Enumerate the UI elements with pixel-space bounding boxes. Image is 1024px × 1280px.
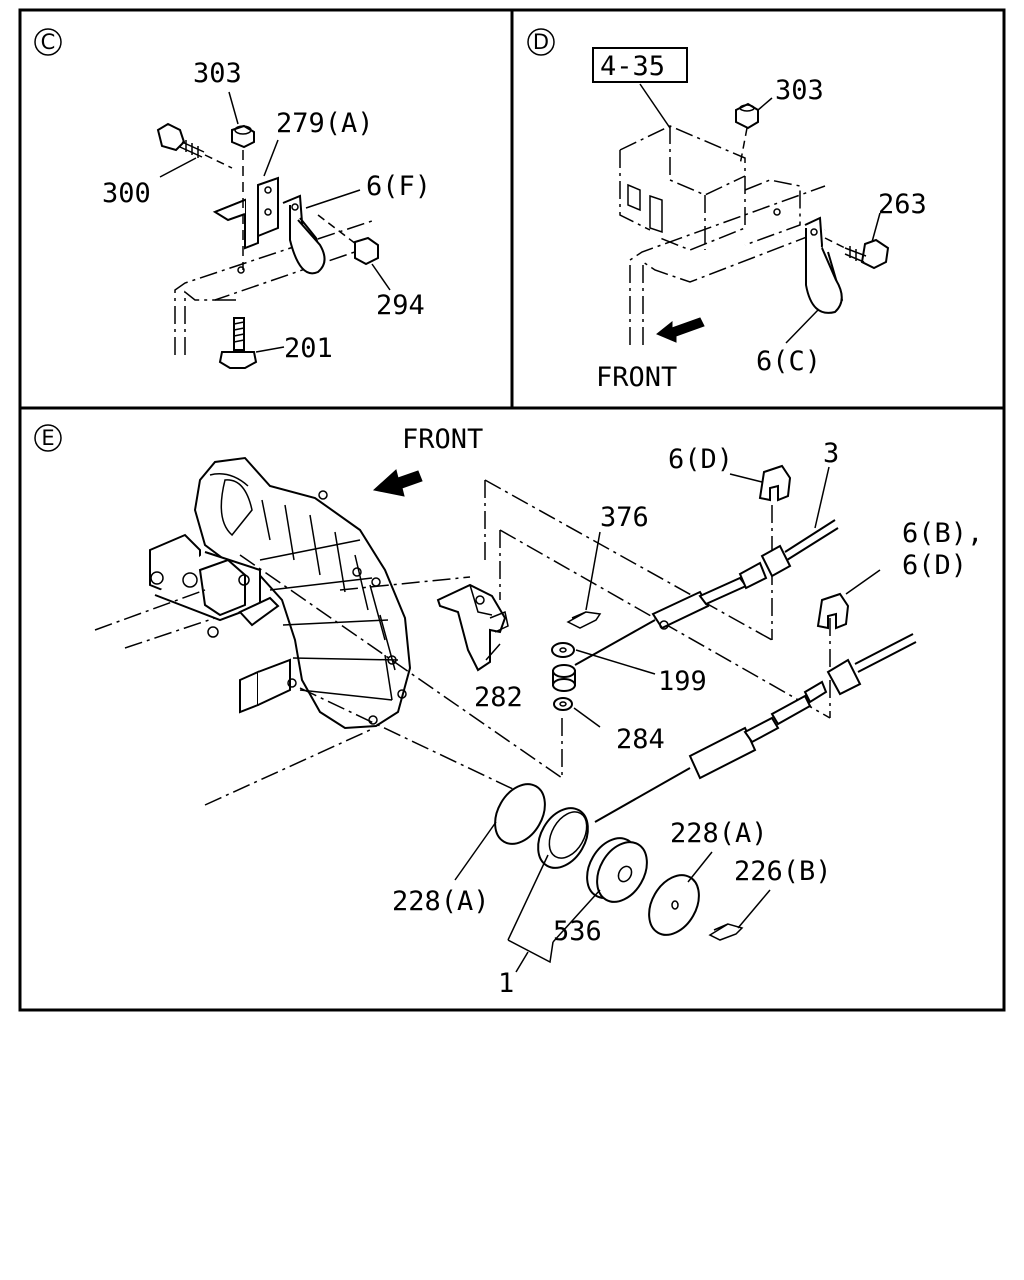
panel-e-circle-icon [34,424,62,452]
label-c-201: 201 [284,333,333,364]
label-e-536: 536 [553,916,602,947]
label-e-3: 3 [823,438,839,469]
label-d-front: FRONT [596,362,677,393]
label-e-284: 284 [616,724,665,755]
label-d-263: 263 [878,189,927,220]
label-e-228a-left: 228(A) [392,886,490,917]
panel-c: C 303 [34,28,431,369]
panel-e-letter: E [41,426,54,450]
label-e-1: 1 [498,968,514,999]
label-e-front: FRONT [402,424,483,455]
label-e-6b: 6(B), [902,518,983,549]
label-e-228a-right: 228(A) [670,818,768,849]
panel-c-circle-icon [34,28,62,56]
label-e-6d: 6(D) [668,444,733,475]
label-e-376: 376 [600,502,649,533]
panel-d-letter: D [533,30,549,54]
panel-d-circle-icon [527,28,555,56]
label-c-6f: 6(F) [366,171,431,202]
panel-e: E FRONT [34,424,983,999]
label-c-279a: 279(A) [276,108,374,139]
label-e-282: 282 [474,682,523,713]
front-arrow-icon-e [372,469,423,497]
label-c-300: 300 [102,178,151,209]
panel-c-letter: C [41,30,56,54]
label-d-303: 303 [775,75,824,106]
label-c-303: 303 [193,58,242,89]
reference-box [592,47,688,83]
label-e-199: 199 [658,666,707,697]
label-c-294: 294 [376,290,425,321]
label-d-6c: 6(C) [756,346,821,377]
label-e-6d-second: 6(D) [902,550,967,581]
reference-box-label: 4-35 [600,51,665,82]
label-e-226b: 226(B) [734,856,832,887]
front-arrow-icon-d [656,317,705,343]
panel-d: D 4-35 FRONT 303 [527,28,927,393]
